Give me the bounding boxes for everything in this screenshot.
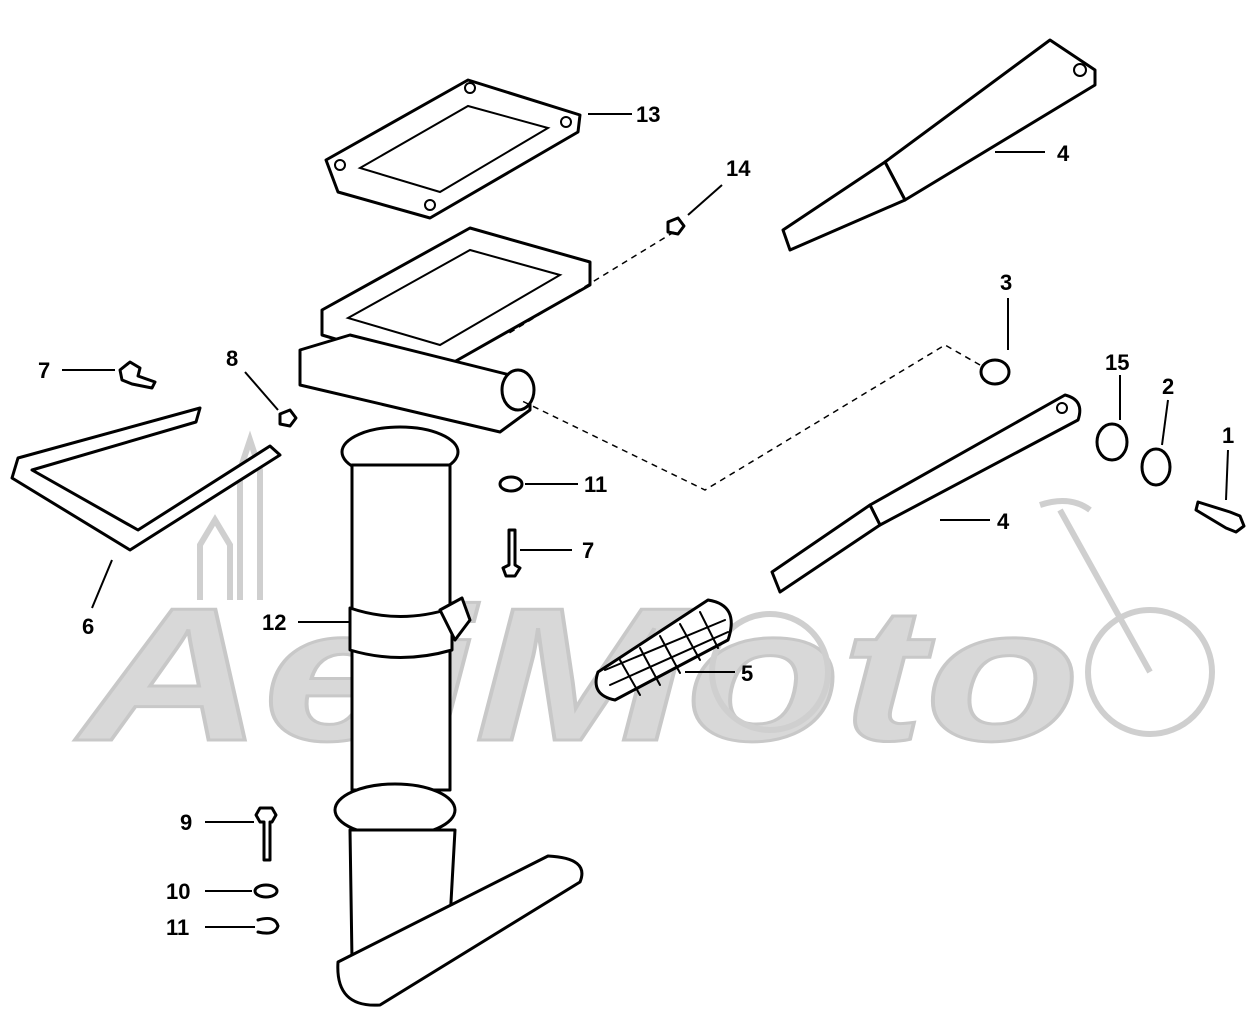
part-10-washer: [253, 883, 279, 899]
callout-14: 14: [726, 156, 751, 181]
callout-9: 9: [180, 810, 192, 835]
housing-ring: [348, 606, 454, 659]
part-6-bracket-loop: [10, 406, 282, 552]
part-5-handle-grip: [594, 598, 733, 702]
part-8-nut: [278, 408, 298, 428]
callout-labels: 13 14 4 3 15 2 1 4 5 7 8 6 11 7 12 9 10 …: [38, 102, 1234, 940]
leader-14: [687, 184, 723, 216]
gasket-hole: [560, 116, 572, 128]
part-4-tiller-arm-upper: [781, 38, 1097, 252]
watermark-motorcycle-frame: [1039, 498, 1153, 674]
part-9-bolt: [254, 806, 278, 862]
callout-11-lower: 11: [166, 915, 189, 940]
callout-13: 13: [636, 102, 660, 127]
gasket-inner-opening: [357, 104, 551, 194]
assembly-lines: [505, 231, 981, 491]
housing-top-plate: [320, 226, 592, 372]
gasket-outline: [324, 78, 582, 220]
leader-1: [1225, 449, 1229, 501]
watermark-wheel-front: [1085, 607, 1215, 737]
watermark: AeiMoto: [73, 430, 1215, 783]
leader-6: [91, 559, 113, 609]
hardware: [118, 216, 1246, 935]
clamp-bushing: [500, 368, 536, 412]
housing-clamp-block: [298, 333, 532, 434]
callout-4-lower: 4: [997, 509, 1010, 534]
gasket-hole: [424, 199, 436, 211]
gasket-hole: [334, 159, 346, 171]
part-4-tiller-arm-lower: [770, 393, 1082, 594]
tiller-arm-lower-body: [868, 393, 1082, 527]
part-11-washer-upper: [498, 475, 524, 493]
leader-2: [1161, 399, 1169, 446]
tiller-arm-upper-body: [883, 38, 1097, 202]
tiller-arm-lower-pivot-hole: [1056, 402, 1068, 414]
callout-15: 15: [1105, 350, 1129, 375]
callout-11-upper: 11: [584, 472, 607, 497]
housing-top-opening: [345, 248, 563, 347]
assembly-line-3: [519, 344, 981, 491]
tiller-arm-upper-grip: [781, 160, 907, 252]
housing-foot-plate: [336, 854, 584, 1007]
watermark-text: AeiMoto: [75, 569, 1080, 781]
callout-7-upper: 7: [38, 358, 50, 383]
part-12-drive-shaft-housing: [298, 226, 592, 1007]
callout-6: 6: [82, 614, 94, 639]
housing-side-bracket: [438, 596, 472, 642]
housing-lower-flange: [333, 782, 457, 838]
part-7-bolt-lower: [501, 528, 522, 578]
part-11-clip: [256, 917, 280, 935]
callout-1: 1: [1222, 423, 1234, 448]
callout-5: 5: [741, 661, 753, 686]
part-15-bushing: [1095, 422, 1129, 462]
watermark-castle: [197, 430, 263, 600]
part-2-washer: [1140, 447, 1172, 487]
callout-8: 8: [226, 346, 238, 371]
part-14-nut: [666, 216, 686, 236]
callout-7-lower: 7: [582, 538, 594, 563]
leader-lines: [62, 113, 1229, 928]
part-1-bolt: [1194, 500, 1246, 534]
callout-10: 10: [166, 879, 190, 904]
part-7-bolt-upper: [118, 360, 157, 390]
part-13-gasket: [324, 78, 582, 220]
leader-8: [244, 371, 279, 411]
tiller-arm-upper-pivot-hole: [1073, 63, 1087, 77]
gasket-hole: [464, 82, 476, 94]
callout-2: 2: [1162, 374, 1174, 399]
grip-knurl: [604, 611, 729, 696]
part-3-washer: [979, 358, 1011, 386]
bracket-loop: [10, 406, 282, 552]
tiller-arm-lower-grip: [770, 503, 882, 594]
callout-3: 3: [1000, 270, 1012, 295]
callout-4-upper: 4: [1057, 141, 1070, 166]
callout-12: 12: [262, 610, 286, 635]
